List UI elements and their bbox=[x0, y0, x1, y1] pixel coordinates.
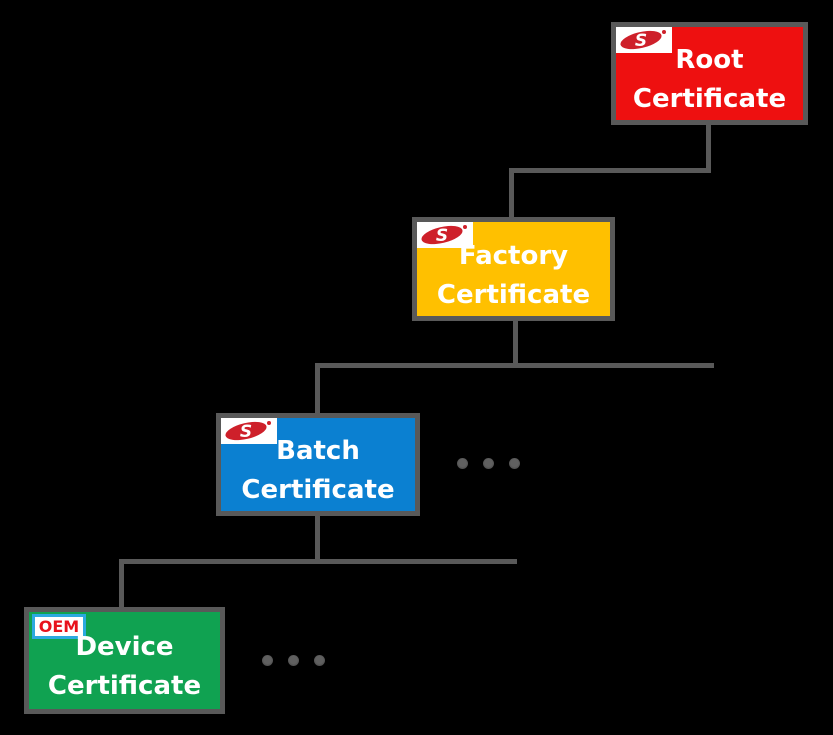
node-root-certificate: S Root Certificate bbox=[611, 22, 808, 125]
node-label-line2: Certificate bbox=[47, 671, 202, 701]
connector-batch-device-v1 bbox=[315, 513, 320, 564]
svg-text:S: S bbox=[635, 31, 647, 51]
connector-factory-batch-v1 bbox=[513, 318, 518, 368]
svg-text:S: S bbox=[240, 422, 252, 442]
oem-badge: OEM bbox=[32, 614, 86, 639]
silicon-labs-logo-icon: S bbox=[417, 222, 473, 248]
node-label-line1: Factory bbox=[458, 240, 569, 271]
node-label-line2: Certificate bbox=[241, 475, 395, 505]
node-label: Batch Certificate bbox=[221, 418, 415, 511]
node-batch-certificate: S Batch Certificate bbox=[216, 413, 420, 516]
silicon-labs-logo-icon: S bbox=[221, 418, 277, 444]
node-device-certificate: OEM Device Certificate bbox=[24, 607, 225, 714]
connector-batch-device-v2 bbox=[119, 559, 124, 610]
node-label: Root Certificate bbox=[616, 27, 803, 120]
connector-root-factory-v2 bbox=[509, 168, 514, 220]
more-devices-ellipsis-icon bbox=[262, 655, 325, 666]
connector-root-factory-v1 bbox=[706, 122, 711, 173]
node-label: Device Certificate bbox=[29, 612, 220, 709]
ellipsis-dot bbox=[457, 458, 468, 469]
node-label-line2: Certificate bbox=[436, 279, 591, 310]
connector-factory-batch-v2 bbox=[315, 363, 320, 416]
ellipsis-dot bbox=[509, 458, 520, 469]
node-label-line1: Batch bbox=[276, 436, 360, 466]
node-label-line1: Root bbox=[675, 45, 744, 75]
ellipsis-dot bbox=[262, 655, 273, 666]
svg-text:S: S bbox=[436, 226, 448, 246]
node-label: Factory Certificate bbox=[417, 222, 610, 316]
node-label-line1: Device bbox=[75, 632, 174, 662]
ellipsis-dot bbox=[288, 655, 299, 666]
connector-root-factory-h bbox=[509, 168, 711, 173]
node-label-line2: Certificate bbox=[632, 84, 787, 114]
oem-badge-label: OEM bbox=[38, 616, 80, 636]
connector-batch-device-h bbox=[119, 559, 517, 564]
silicon-labs-logo-icon: S bbox=[616, 27, 672, 53]
connector-factory-batch-h bbox=[315, 363, 714, 368]
ellipsis-dot bbox=[314, 655, 325, 666]
more-batches-ellipsis-icon bbox=[457, 458, 520, 469]
node-factory-certificate: S Factory Certificate bbox=[412, 217, 615, 321]
ellipsis-dot bbox=[483, 458, 494, 469]
